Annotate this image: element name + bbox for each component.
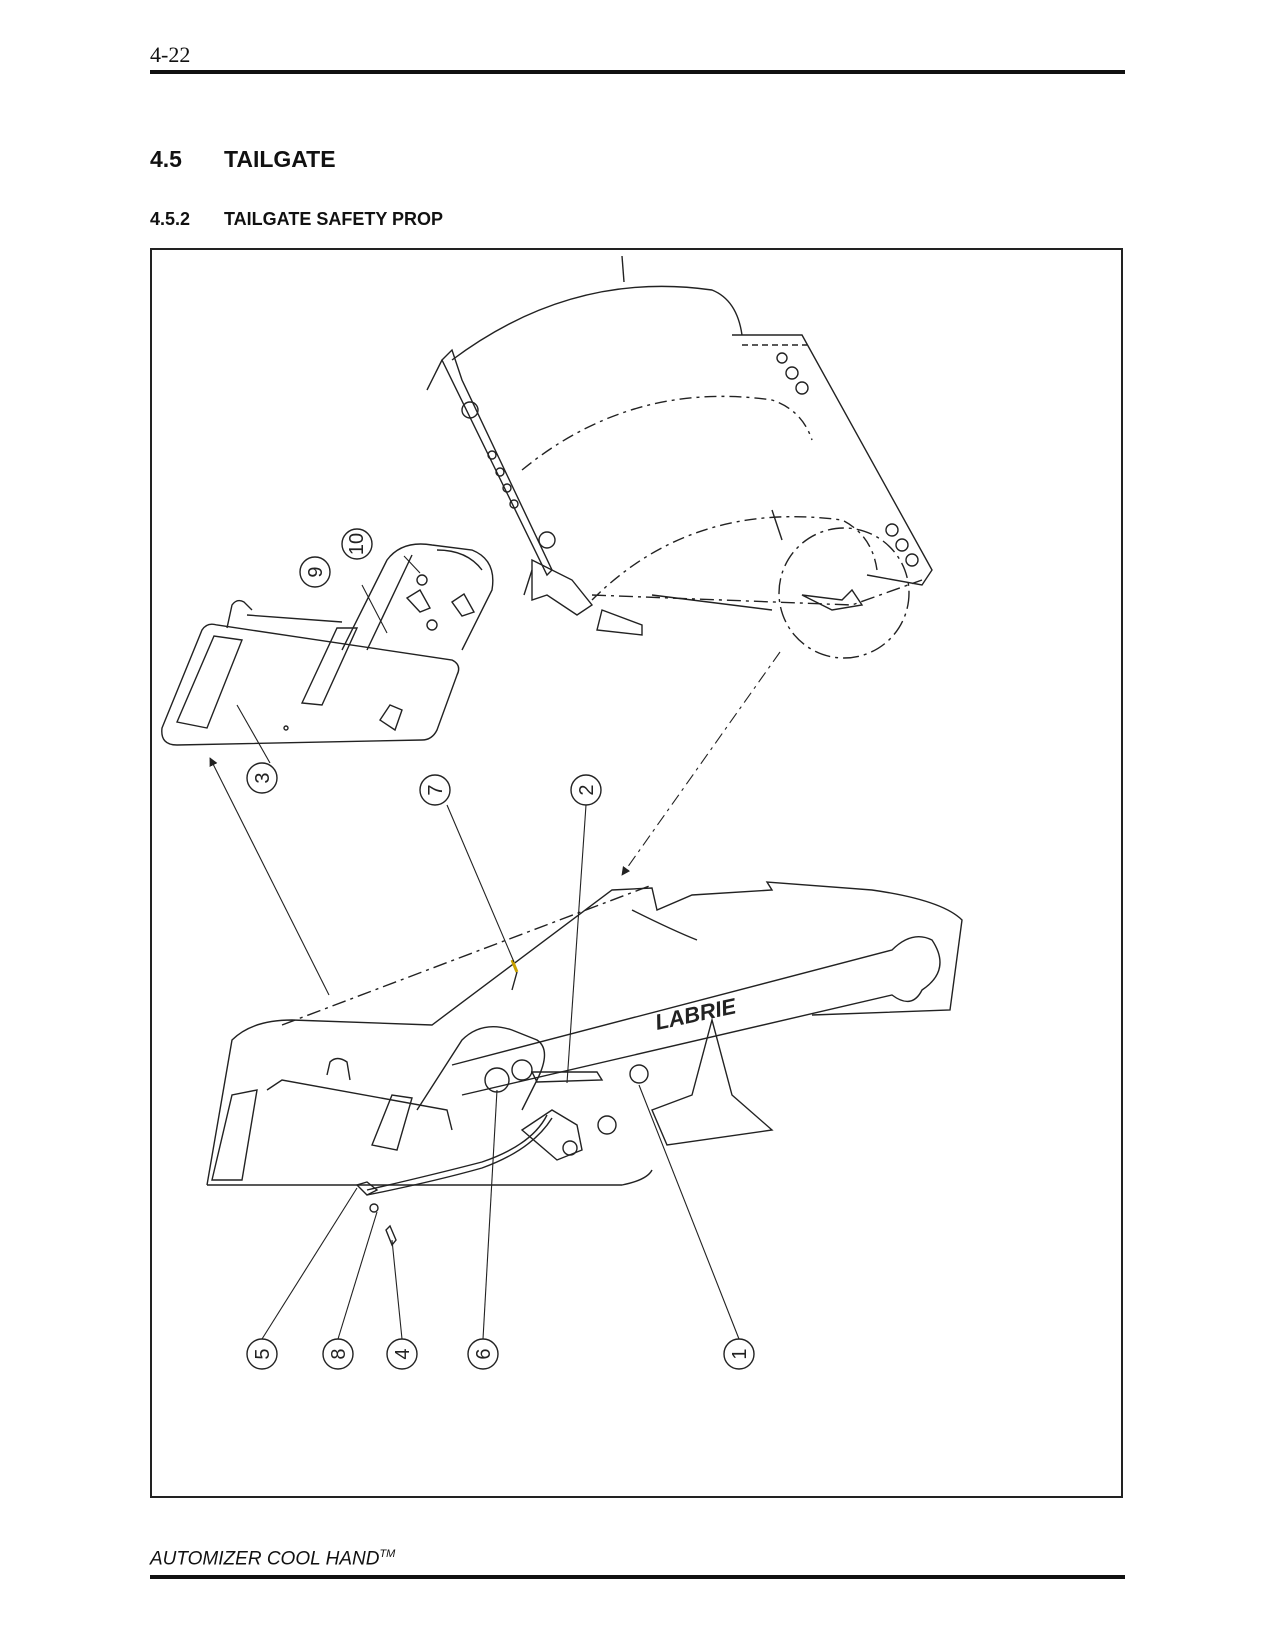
svg-text:6: 6 <box>473 1348 495 1359</box>
trademark-mark: TM <box>379 1548 396 1560</box>
footer-rule <box>150 1575 1125 1579</box>
svg-text:10: 10 <box>346 533 368 555</box>
callout-2: 2 <box>570 774 602 806</box>
safety-prop-exploded <box>161 543 494 746</box>
section-title: TAILGATE <box>224 146 336 172</box>
svg-text:2: 2 <box>576 784 598 795</box>
svg-text:1: 1 <box>729 1348 751 1359</box>
callout-6: 6 <box>467 1338 499 1370</box>
header-rule <box>150 70 1125 74</box>
callout-3: 3 <box>246 762 278 794</box>
callout-10: 10 <box>341 528 373 560</box>
callout-9: 9 <box>299 556 331 588</box>
callout-5: 5 <box>246 1338 278 1370</box>
exploded-parts-diagram: LABRIE <box>161 255 963 1370</box>
callout-7: 7 <box>419 774 451 806</box>
svg-text:4: 4 <box>392 1348 414 1359</box>
callout-8: 8 <box>322 1338 354 1370</box>
subsection-heading: 4.5.2 TAILGATE SAFETY PROP <box>150 209 443 230</box>
footer-product-name: AUTOMIZER COOL HANDTM <box>150 1548 395 1570</box>
svg-text:7: 7 <box>425 784 447 795</box>
svg-text:9: 9 <box>305 566 327 577</box>
main-assembly: LABRIE <box>206 881 963 1247</box>
leader-lines <box>209 555 781 1340</box>
tailgate-assembly <box>426 255 933 659</box>
svg-text:8: 8 <box>328 1348 350 1359</box>
section-heading: 4.5 TAILGATE <box>150 146 336 173</box>
page-number: 4-22 <box>150 42 191 67</box>
callout-4: 4 <box>386 1338 418 1370</box>
subsection-title: TAILGATE SAFETY PROP <box>224 209 444 229</box>
parts-diagram-frame: LABRIE <box>150 248 1123 1498</box>
footer-title: AUTOMIZER COOL HAND <box>150 1548 380 1570</box>
callout-1: 1 <box>723 1338 755 1370</box>
brand-marking: LABRIE <box>653 993 740 1035</box>
svg-text:3: 3 <box>252 772 274 783</box>
subsection-number: 4.5.2 <box>150 209 191 229</box>
svg-text:5: 5 <box>252 1348 274 1359</box>
section-number: 4.5 <box>150 146 182 172</box>
